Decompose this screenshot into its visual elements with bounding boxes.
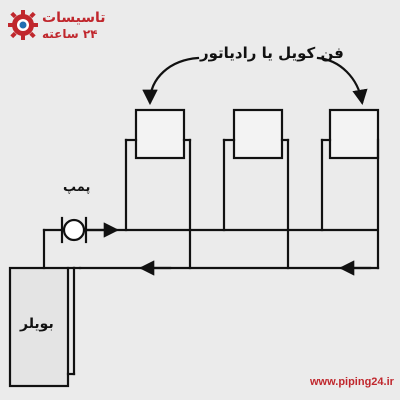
radiator-1 (134, 108, 186, 160)
radiator-3 (328, 108, 380, 160)
label-arrow-left (142, 56, 200, 106)
brand-logo: تاسیسات ۲۴ ساعته (8, 10, 106, 44)
radiator-2 (232, 108, 284, 160)
pump-label: پمپ (63, 180, 91, 195)
website-url: www.piping24.ir (310, 376, 394, 388)
gear-icon (8, 10, 38, 40)
logo-title: تاسیسات (42, 10, 106, 26)
boiler (8, 266, 70, 388)
boiler-label: بویلر (20, 316, 54, 332)
logo-subtitle: ۲۴ ساعته (42, 27, 98, 41)
label-arrow-right (316, 56, 368, 106)
fan-coil-label: فن کویل یا رادیاتور (200, 44, 344, 62)
pump (62, 218, 86, 242)
